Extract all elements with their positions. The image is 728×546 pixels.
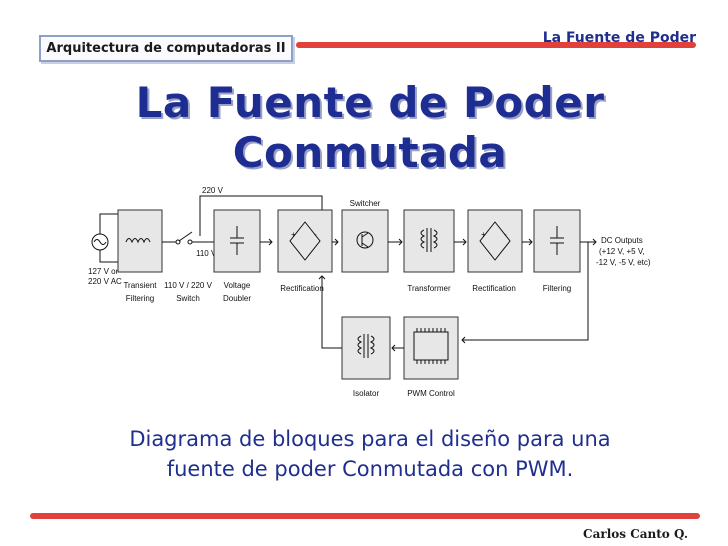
input-voltage-label-2: 220 V AC <box>88 277 122 286</box>
capacitor-icon <box>230 226 244 255</box>
bridge-rectifier-icon: +- <box>289 221 321 261</box>
rectification-block-2 <box>467 209 523 273</box>
inductor-icon <box>125 238 151 244</box>
author-name: Carlos Canto Q. <box>583 527 688 541</box>
svg-text:+: + <box>481 230 486 239</box>
switcher-label: Switcher <box>350 199 381 208</box>
label-110v: 110 V <box>196 249 217 258</box>
transformer-block <box>403 209 455 273</box>
pwm-control-block <box>403 316 459 380</box>
block-label-doubler: Voltage <box>224 281 251 290</box>
dc-outputs-label-3: -12 V, -5 V, etc) <box>596 258 651 267</box>
filtering-block <box>533 209 581 273</box>
bridge-rectifier-icon-2: +- <box>479 221 511 261</box>
page-title: La Fuente de Poder Conmutada <box>100 78 640 178</box>
block-label-rectification-2: Rectification <box>472 284 516 293</box>
block-label-doubler-2: Doubler <box>223 294 251 303</box>
course-label: Arquitectura de computadoras II <box>39 35 293 62</box>
svg-text:-: - <box>314 230 317 239</box>
voltage-doubler-block <box>213 209 261 273</box>
block-label-switch: 110 V / 220 V <box>164 281 213 290</box>
svg-text:+: + <box>291 230 296 239</box>
block-label-isolator: Isolator <box>353 389 380 398</box>
voltage-switch-icon <box>175 231 193 245</box>
caption-line-2: fuente de poder Conmutada con PWM. <box>166 457 574 481</box>
isolator-icon <box>357 334 375 358</box>
footer-red-bar <box>30 513 700 519</box>
caption-line-1: Diagrama de bloques para el diseño para … <box>129 427 611 451</box>
slide-topic: La Fuente de Poder <box>542 30 696 46</box>
transformer-icon <box>420 228 438 252</box>
transient-filtering-block <box>117 209 163 273</box>
rectification-block-1 <box>277 209 333 273</box>
switcher-block <box>341 209 389 273</box>
title-line-1: La Fuente de Poder <box>135 78 605 127</box>
block-label-rectification-1: Rectification <box>280 284 324 293</box>
block-label-filtering: Filtering <box>543 284 571 293</box>
svg-text:-: - <box>504 230 507 239</box>
transistor-icon <box>356 231 374 249</box>
block-label-switch-2: Switch <box>176 294 200 303</box>
isolator-block <box>341 316 391 380</box>
dc-outputs-label-2: (+12 V, +5 V, <box>599 247 645 256</box>
label-220v: 220 V <box>202 186 224 195</box>
ac-source-icon <box>91 213 118 263</box>
block-label-transient: Transient <box>123 281 157 290</box>
diagram-caption: Diagrama de bloques para el diseño para … <box>50 424 690 484</box>
dc-outputs-label-1: DC Outputs <box>601 236 643 245</box>
block-label-pwm: PWM Control <box>407 389 455 398</box>
capacitor-icon-2 <box>550 226 564 255</box>
chip-icon <box>413 328 449 364</box>
block-label-transformer: Transformer <box>407 284 451 293</box>
block-label-transient-2: Filtering <box>126 294 154 303</box>
header-red-bar <box>296 42 696 48</box>
title-line-2: Conmutada <box>232 128 508 177</box>
input-voltage-label-1: 127 V or <box>88 267 119 276</box>
